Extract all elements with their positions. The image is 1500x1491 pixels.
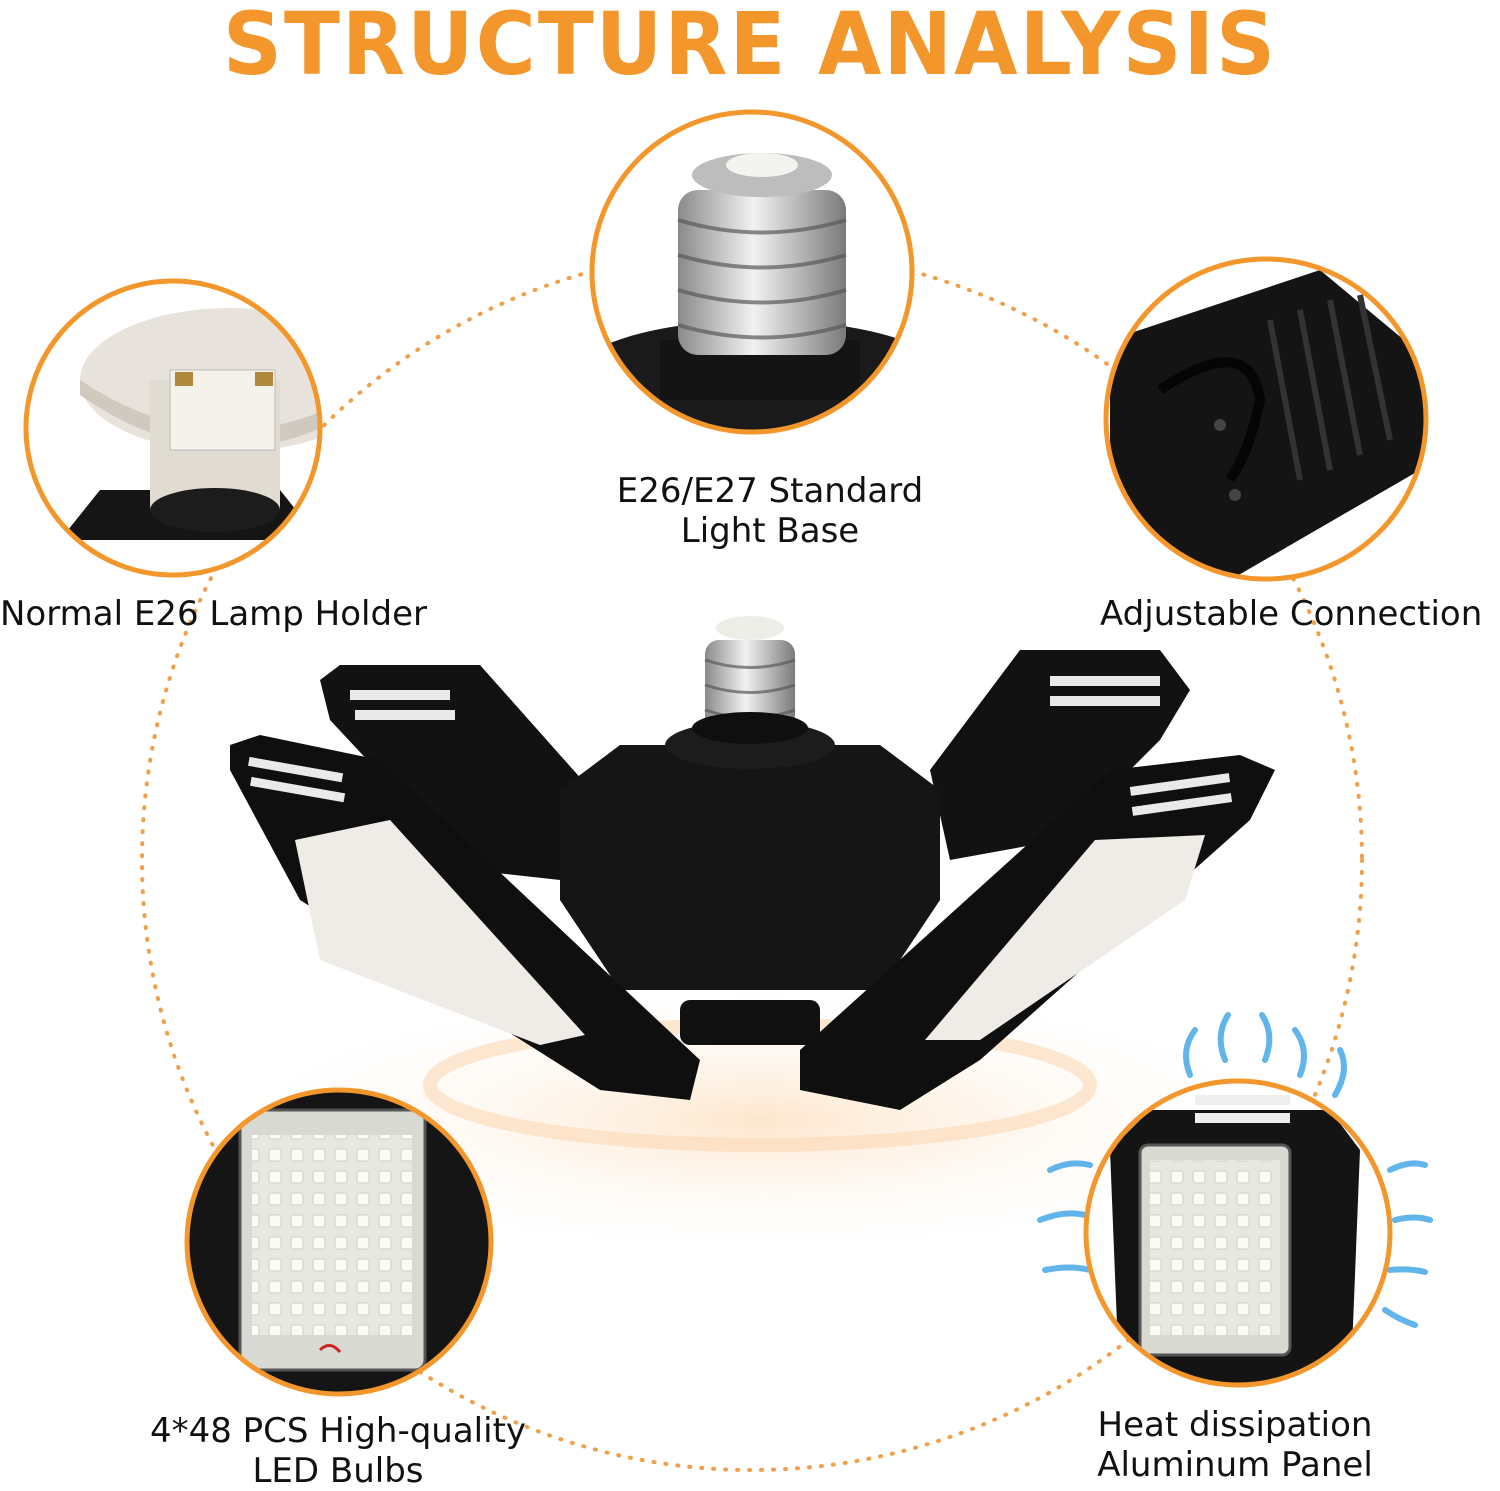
hinge-photo [1103, 256, 1429, 582]
led-bulbs-line1: 4*48 PCS High-quality [149, 1411, 527, 1451]
heat-label: Heat dissipation Aluminum Panel [1075, 1405, 1395, 1485]
heat-line1: Heat dissipation [1097, 1405, 1373, 1445]
deformable-garage-light [230, 616, 1275, 1110]
light-base-label: E26/E27 Standard Light Base [560, 471, 980, 551]
light-base-line1: E26/E27 Standard [616, 471, 924, 511]
screw-base-photo [589, 109, 915, 435]
page-title: STRUCTURE ANALYSIS [222, 0, 1278, 96]
led-bulbs-line2: LED Bulbs [252, 1451, 424, 1491]
led-panel-photo [184, 1087, 494, 1397]
heat-line2: Aluminum Panel [1097, 1445, 1373, 1485]
airflow-icon [1037, 1012, 1433, 1388]
connection-label: Adjustable Connection [1100, 594, 1483, 634]
led-bulbs-label: 4*48 PCS High-quality LED Bulbs [118, 1411, 558, 1491]
light-base-line2: Light Base [680, 511, 860, 551]
lamp-holder-label: Normal E26 Lamp Holder [0, 594, 427, 634]
dotted-ring [140, 248, 1364, 1472]
lamp-holder-photo [23, 278, 323, 578]
